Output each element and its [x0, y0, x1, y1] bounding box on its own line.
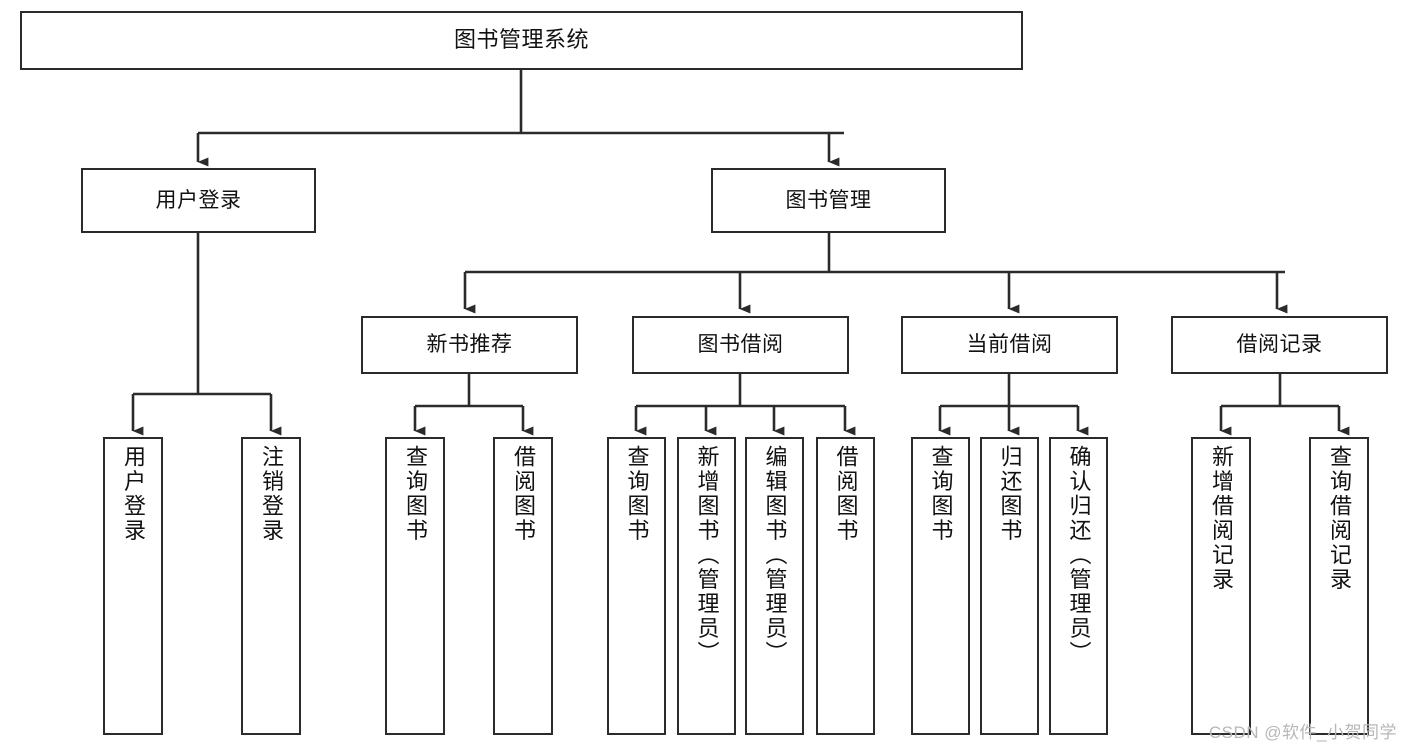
leaf-borrow-book-2[interactable]: 借阅图书 [816, 437, 875, 735]
node-user-login[interactable]: 用户登录 [81, 168, 316, 233]
leaf-query-book-3-label: 查询图书 [928, 445, 954, 543]
leaf-borrow-book-1-label: 借阅图书 [511, 445, 536, 543]
leaf-edit-book[interactable]: 编辑图书（管理员） [745, 437, 804, 735]
node-book-borrow[interactable]: 图书借阅 [632, 316, 849, 374]
leaf-return-book-label: 归还图书 [997, 445, 1023, 543]
leaf-confirm-return-label: 确认归还（管理员） [1066, 445, 1092, 666]
leaf-query-book-2[interactable]: 查询图书 [607, 437, 666, 735]
node-book-manage-label: 图书管理 [785, 188, 872, 212]
csdn-watermark: CSDN @软件_小贺同学 [1208, 723, 1397, 742]
leaf-return-book[interactable]: 归还图书 [980, 437, 1039, 735]
node-borrow-record[interactable]: 借阅记录 [1171, 316, 1388, 374]
node-new-book-recommend[interactable]: 新书推荐 [361, 316, 578, 374]
leaf-borrow-book-1[interactable]: 借阅图书 [493, 437, 553, 735]
leaf-borrow-book-2-label: 借阅图书 [833, 445, 859, 543]
leaf-query-book-1-label: 查询图书 [403, 445, 428, 543]
node-user-login-label: 用户登录 [155, 188, 242, 212]
node-current-borrow-label: 当前借阅 [966, 333, 1053, 357]
leaf-user-login-label: 用户登录 [121, 445, 146, 543]
leaf-query-borrow-record[interactable]: 查询借阅记录 [1309, 437, 1369, 735]
node-current-borrow[interactable]: 当前借阅 [901, 316, 1118, 374]
leaf-user-login[interactable]: 用户登录 [103, 437, 163, 735]
leaf-user-logout-label: 注销登录 [259, 445, 284, 543]
leaf-query-book-3[interactable]: 查询图书 [911, 437, 970, 735]
leaf-query-book-1[interactable]: 查询图书 [385, 437, 445, 735]
node-root-label: 图书管理系统 [453, 27, 589, 53]
leaf-confirm-return[interactable]: 确认归还（管理员） [1049, 437, 1108, 735]
leaf-user-logout[interactable]: 注销登录 [241, 437, 301, 735]
leaf-add-book[interactable]: 新增图书（管理员） [677, 437, 736, 735]
node-root[interactable]: 图书管理系统 [20, 11, 1023, 70]
node-borrow-record-label: 借阅记录 [1236, 333, 1323, 357]
leaf-add-book-label: 新增图书（管理员） [694, 445, 720, 666]
node-book-borrow-label: 图书借阅 [697, 333, 784, 357]
leaf-add-borrow-record[interactable]: 新增借阅记录 [1191, 437, 1251, 735]
node-book-manage[interactable]: 图书管理 [711, 168, 946, 233]
leaf-edit-book-label: 编辑图书（管理员） [762, 445, 788, 666]
leaf-query-borrow-record-label: 查询借阅记录 [1327, 445, 1352, 592]
node-new-book-recommend-label: 新书推荐 [426, 333, 513, 357]
leaf-query-book-2-label: 查询图书 [624, 445, 650, 543]
leaf-add-borrow-record-label: 新增借阅记录 [1209, 445, 1234, 592]
